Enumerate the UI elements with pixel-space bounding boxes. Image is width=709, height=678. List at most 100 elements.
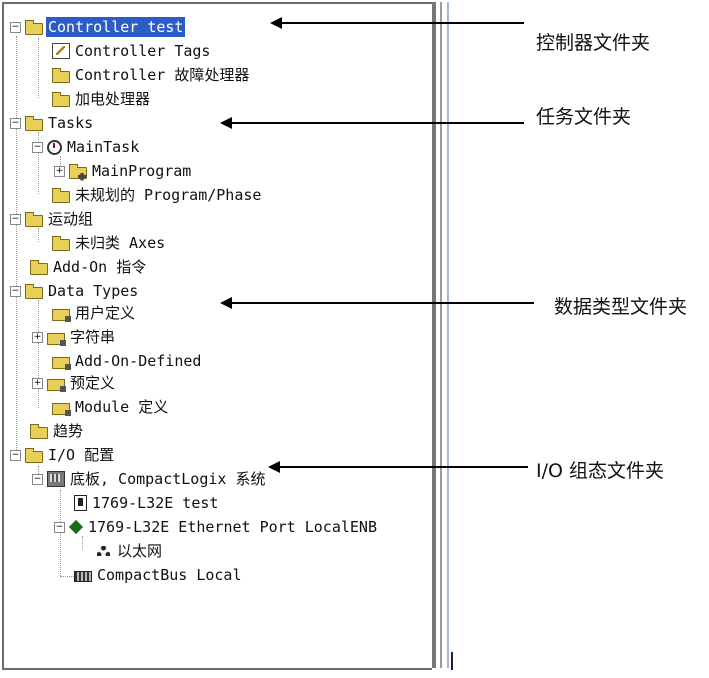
- tree-item-user-defined[interactable]: 用户定义: [52, 302, 137, 324]
- tree-item-predefined[interactable]: + 预定义: [32, 372, 117, 394]
- tree-item-controller-module[interactable]: 1769-L32E test: [74, 492, 220, 514]
- splitter-edge: [440, 2, 442, 668]
- right-pane-edge: [447, 2, 449, 668]
- expand-toggle[interactable]: +: [32, 377, 43, 389]
- tree-item-label: 以太网: [117, 542, 163, 560]
- folder-open-icon: [25, 115, 43, 131]
- backplane-icon: [47, 471, 65, 487]
- tree-item-powerup-handler[interactable]: 加电处理器: [52, 88, 152, 110]
- tree-item-ethernet-network[interactable]: 以太网: [96, 540, 164, 562]
- tree-item-label: 预定义: [70, 374, 116, 392]
- data-type-folder-icon: [52, 308, 71, 322]
- annotation-io-folder: I/O 组态文件夹: [536, 460, 664, 482]
- tree-item-module-defined[interactable]: Module 定义: [52, 396, 170, 418]
- tree-item-label: 加电处理器: [75, 90, 151, 108]
- tree-item-trends[interactable]: 趋势: [30, 420, 85, 442]
- tree-item-unscheduled[interactable]: 未规划的 Program/Phase: [52, 184, 263, 206]
- tree-item-label: MainProgram: [92, 162, 192, 180]
- annotation-arrow: [268, 461, 528, 473]
- tree-item-label: Controller Tags: [75, 42, 211, 60]
- tags-icon: [52, 43, 70, 59]
- tree-item-controller[interactable]: − Controller test: [10, 16, 186, 38]
- annotation-arrow: [270, 17, 524, 29]
- tree-line: [38, 228, 39, 242]
- tree-item-io-config[interactable]: − I/O 配置: [10, 444, 116, 466]
- tree-item-strings[interactable]: + 字符串: [32, 326, 117, 348]
- tree-line: [82, 536, 83, 550]
- controller-module-icon: [74, 495, 87, 511]
- data-type-folder-icon: [52, 402, 71, 416]
- tree-item-main-task[interactable]: − MainTask: [32, 136, 141, 158]
- tree-item-backplane[interactable]: − 底板, CompactLogix 系统: [32, 468, 267, 490]
- tree-item-controller-tags[interactable]: Controller Tags: [52, 40, 212, 62]
- tree-item-compact-bus[interactable]: CompactBus Local: [74, 564, 244, 586]
- collapse-toggle[interactable]: −: [32, 473, 43, 485]
- annotation-tasks-folder: 任务文件夹: [536, 106, 632, 128]
- folder-icon: [52, 67, 70, 83]
- tree-item-motion-groups[interactable]: − 运动组: [10, 208, 95, 230]
- tree-item-label: 字符串: [70, 328, 116, 346]
- tree-item-label: Add-On 指令: [53, 258, 147, 276]
- tree-item-label: 1769-L32E Ethernet Port LocalENB: [88, 518, 377, 536]
- tree-item-label: 运动组: [48, 210, 94, 228]
- folder-icon: [52, 91, 70, 107]
- tree-item-label: CompactBus Local: [97, 566, 242, 584]
- tree-item-main-program[interactable]: + MainProgram: [54, 160, 193, 182]
- tree-item-label: 未归类 Axes: [75, 234, 166, 252]
- annotation-controller-folder: 控制器文件夹: [536, 32, 651, 54]
- tree-item-label: I/O 配置: [48, 446, 115, 464]
- folder-icon: [52, 187, 70, 203]
- tree-line: [38, 466, 39, 480]
- tree-item-label: Add-On-Defined: [75, 352, 202, 370]
- controller-organizer-panel: [2, 2, 432, 670]
- tree-line: [38, 132, 39, 194]
- collapse-toggle[interactable]: −: [10, 117, 21, 129]
- tree-item-fault-handler[interactable]: Controller 故障处理器: [52, 64, 251, 86]
- annotation-arrow: [220, 117, 524, 129]
- tree-item-addon-defined[interactable]: Add-On-Defined: [52, 350, 203, 372]
- tree-item-label: Controller test: [46, 17, 186, 37]
- collapse-toggle[interactable]: −: [32, 141, 43, 153]
- tree-line: [60, 576, 74, 577]
- tree-item-addon-instructions[interactable]: Add-On 指令: [30, 256, 148, 278]
- folder-open-icon: [25, 283, 43, 299]
- collapse-toggle[interactable]: −: [10, 285, 21, 297]
- collapse-toggle[interactable]: −: [10, 21, 21, 33]
- folder-icon: [30, 259, 48, 275]
- ethernet-port-icon: [69, 520, 83, 534]
- tree-item-label: 趋势: [53, 422, 84, 440]
- splitter-bar[interactable]: [432, 2, 436, 668]
- annotation-data-types-folder: 数据类型文件夹: [554, 296, 688, 318]
- collapse-toggle[interactable]: −: [54, 521, 65, 533]
- expand-toggle[interactable]: +: [32, 331, 43, 343]
- expand-toggle[interactable]: +: [54, 165, 65, 177]
- compact-bus-icon: [74, 571, 92, 582]
- task-clock-icon: [47, 139, 62, 155]
- program-icon: [69, 163, 87, 179]
- folder-open-icon: [25, 447, 43, 463]
- tree-item-label: Tasks: [48, 114, 94, 132]
- tree-item-label: 用户定义: [75, 304, 136, 322]
- annotation-arrow: [220, 297, 534, 309]
- network-icon: [96, 544, 112, 558]
- collapse-toggle[interactable]: −: [10, 449, 21, 461]
- tree-item-label: Controller 故障处理器: [75, 66, 250, 84]
- tree-item-ethernet-port[interactable]: − 1769-L32E Ethernet Port LocalENB: [54, 516, 379, 538]
- data-type-folder-icon: [47, 332, 66, 346]
- tree-item-label: MainTask: [67, 138, 140, 156]
- tree-item-ungrouped-axes[interactable]: 未归类 Axes: [52, 232, 167, 254]
- folder-icon: [52, 235, 70, 251]
- folder-open-icon: [25, 19, 43, 35]
- tree-item-tasks[interactable]: − Tasks: [10, 112, 95, 134]
- folder-open-icon: [25, 211, 43, 227]
- tree-item-label: 底板, CompactLogix 系统: [70, 470, 266, 488]
- tree-line: [60, 490, 61, 576]
- collapse-toggle[interactable]: −: [10, 213, 21, 225]
- tree-line: [16, 36, 17, 458]
- tree-item-label: Module 定义: [75, 398, 169, 416]
- data-type-folder-icon: [47, 378, 66, 392]
- tree-line: [38, 38, 39, 98]
- tree-item-label: Data Types: [48, 282, 139, 300]
- tree-item-data-types[interactable]: − Data Types: [10, 280, 140, 302]
- folder-icon: [30, 423, 48, 439]
